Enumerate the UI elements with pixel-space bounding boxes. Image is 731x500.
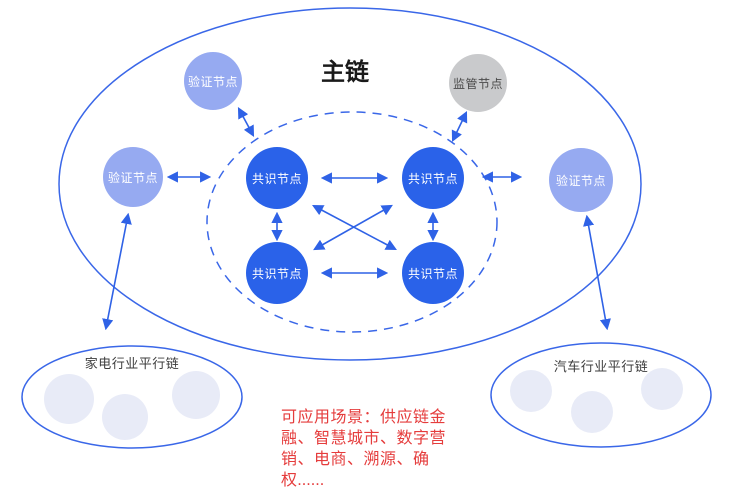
chain-right-node-circle — [510, 370, 552, 412]
annotation-line: 销、电商、溯源、确 — [281, 451, 430, 468]
consensus-node: 共识节点 — [402, 242, 464, 304]
consensus-node-label: 共识节点 — [251, 171, 302, 186]
arrow-supervision-consensus — [451, 110, 468, 143]
consensus-node-label: 共识节点 — [407, 171, 458, 186]
consensus-node: 共识节点 — [246, 242, 308, 304]
validation-node-label: 验证节点 — [107, 170, 158, 185]
arrow-consensus-diagonal-2 — [313, 204, 393, 251]
validation-node: 验证节点 — [184, 52, 242, 110]
connection-arrows — [102, 107, 611, 331]
validation-node-label: 验证节点 — [555, 173, 606, 188]
consensus-node-label: 共识节点 — [407, 266, 458, 281]
annotation-line: 权...... — [281, 472, 325, 489]
chain-left-node-circle — [102, 394, 148, 440]
consensus-node: 共识节点 — [246, 147, 308, 209]
chain-right-node-circle — [641, 368, 683, 410]
parallel-chain-right-label: 汽车行业平行链 — [553, 359, 649, 374]
supervision-node: 监管节点 — [449, 54, 507, 112]
arrow-validation-top-consensus — [237, 107, 255, 137]
validation-node-label: 验证节点 — [187, 74, 238, 89]
arrow-validation-left-parallel-chain — [102, 212, 132, 331]
validation-node: 验证节点 — [103, 147, 163, 207]
chain-right-node-circle — [571, 391, 613, 433]
supervision-node-label: 监管节点 — [452, 76, 503, 91]
chain-left-node-circle — [172, 371, 220, 419]
validation-node: 验证节点 — [549, 148, 613, 212]
parallel-chain-left-label: 家电行业平行链 — [84, 356, 180, 371]
arrow-validation-right-parallel-chain — [583, 214, 611, 331]
application-scenarios-annotation: 可应用场景：供应链金 融、智慧城市、数字营 销、电商、溯源、确 权...... — [281, 407, 481, 491]
annotation-line: 可应用场景：供应链金 — [281, 409, 447, 426]
consensus-group-dashed-ellipse — [206, 111, 498, 333]
main-chain-title: 主链 — [321, 59, 369, 86]
consensus-node: 共识节点 — [402, 147, 464, 209]
consensus-node-label: 共识节点 — [251, 266, 302, 281]
main-chain-ellipse — [58, 7, 642, 361]
annotation-line: 融、智慧城市、数字营 — [281, 430, 447, 447]
chain-left-node-circle — [44, 374, 94, 424]
